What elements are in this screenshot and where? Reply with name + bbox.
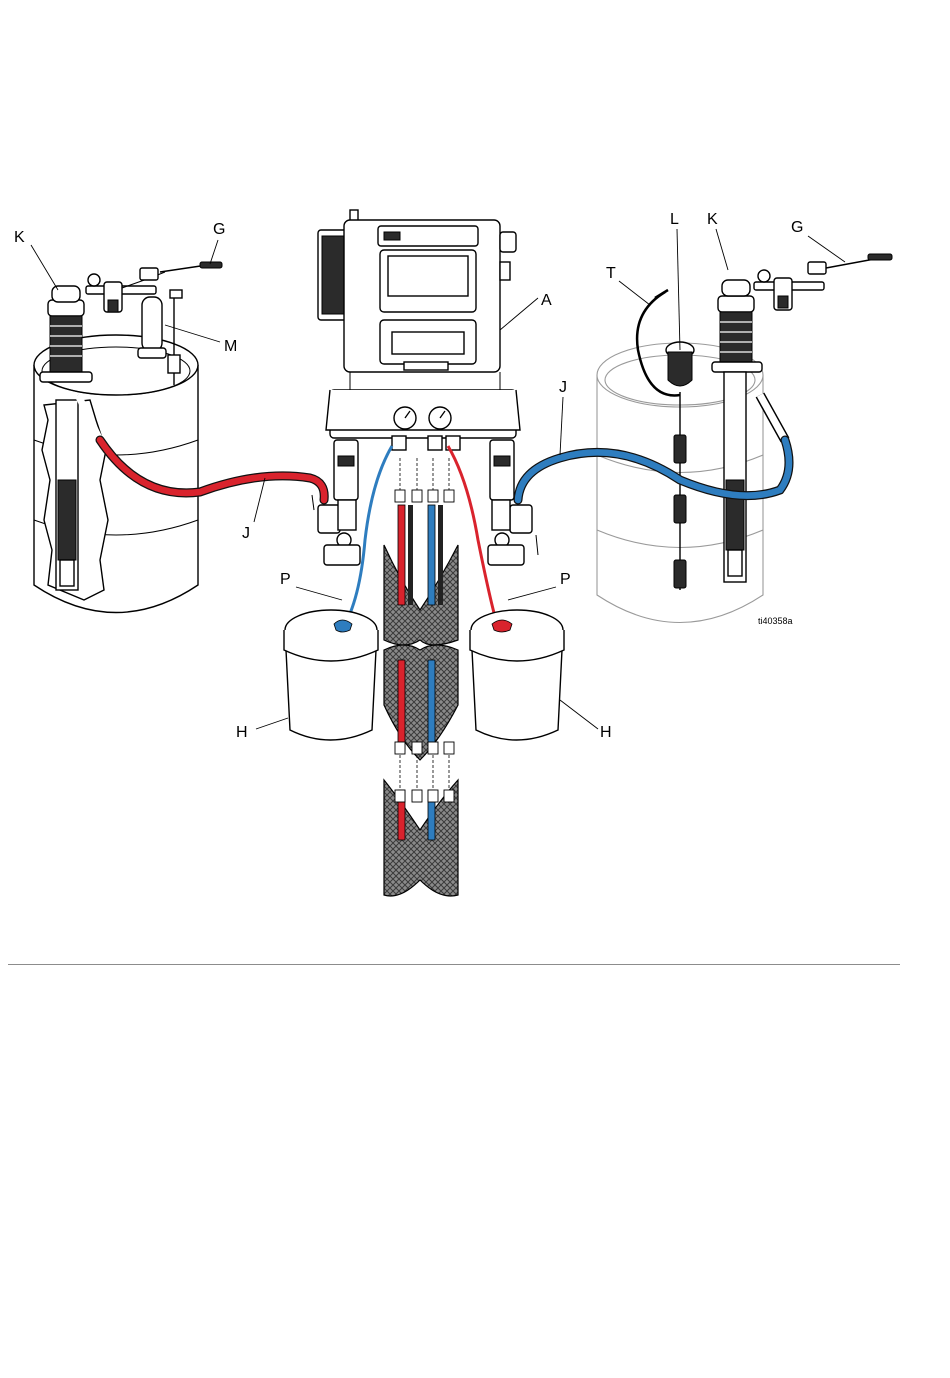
- callout-a: A: [541, 292, 552, 309]
- proportioner-unit: [318, 210, 520, 450]
- left-pump-column: [312, 440, 360, 565]
- callout-p-right: P: [560, 571, 571, 588]
- callout-l: L: [670, 211, 679, 228]
- callout-h-left: H: [236, 724, 248, 741]
- right-pump-column: [488, 440, 538, 565]
- callout-t: T: [606, 265, 616, 282]
- callout-h-right: H: [600, 724, 612, 741]
- figure-id: ti40358a: [758, 616, 793, 626]
- callout-j-right: J: [559, 379, 567, 396]
- left-bucket: [284, 610, 378, 740]
- callout-k-left: K: [14, 229, 25, 246]
- callout-k-right: K: [707, 211, 718, 228]
- hose-bundle: [384, 458, 458, 896]
- right-bucket: [470, 610, 564, 740]
- callout-j-left: J: [242, 525, 250, 542]
- callout-m: M: [224, 338, 237, 355]
- recirc-lines: [342, 446, 498, 630]
- callout-g-right: G: [791, 219, 803, 236]
- callout-p-left: P: [280, 571, 291, 588]
- right-pump: [712, 254, 892, 582]
- callout-g-left: G: [213, 221, 225, 238]
- page-separator: [8, 964, 900, 965]
